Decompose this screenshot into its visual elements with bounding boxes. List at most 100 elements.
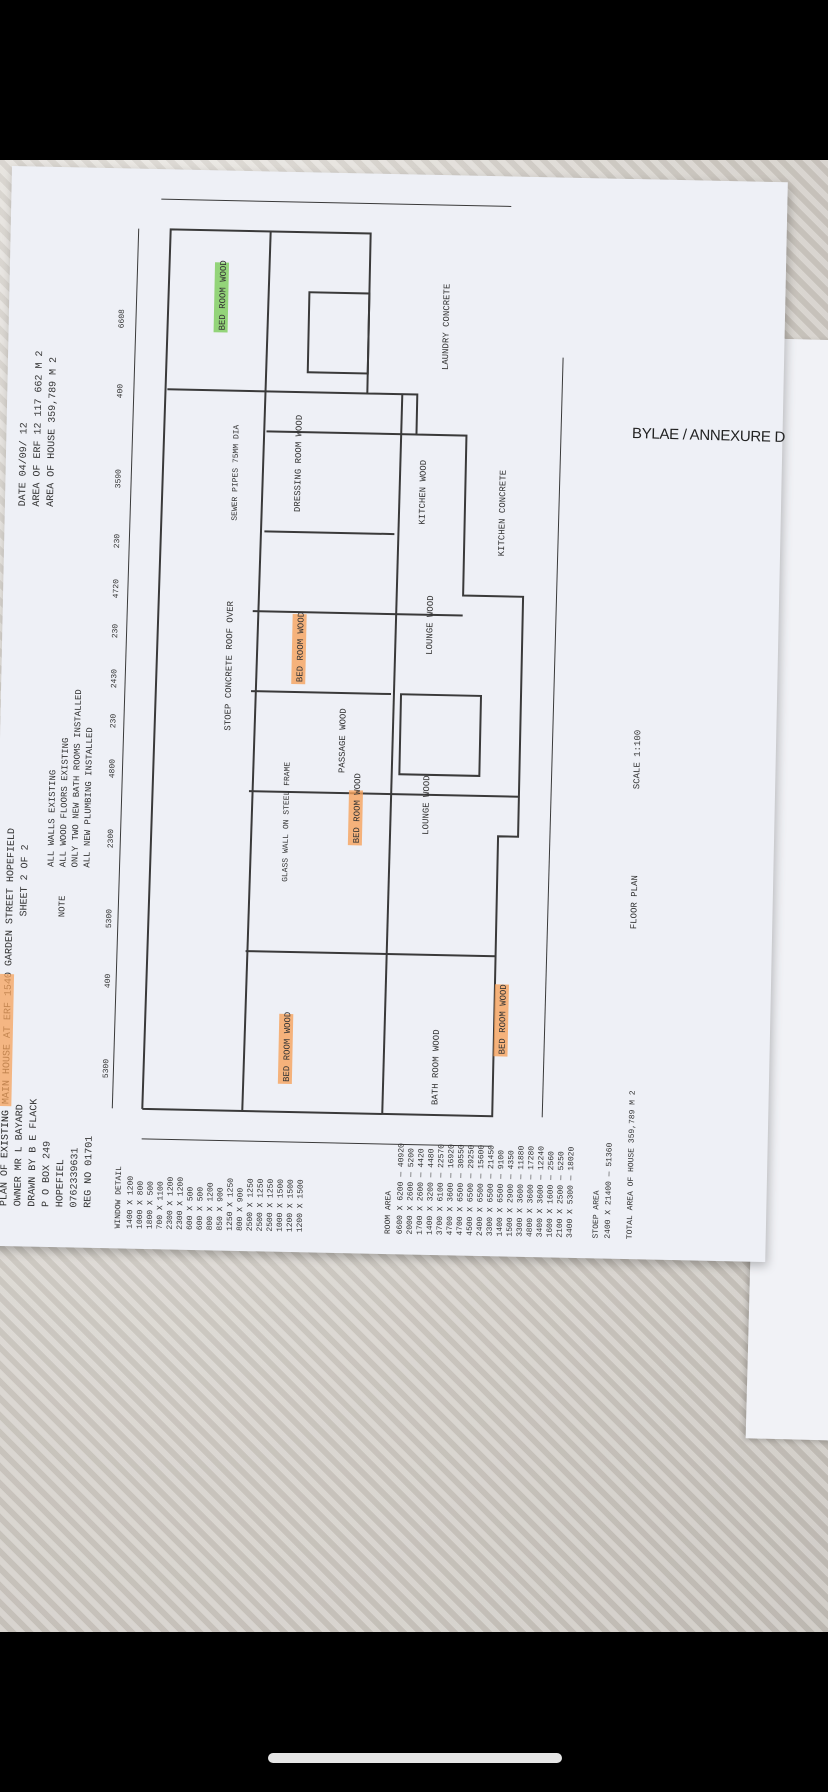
home-indicator[interactable] [268, 1753, 562, 1763]
table-row: 3400 X 5300 — 18020 [566, 1146, 577, 1238]
table-row: 4800 X 3600 — 17280 [526, 1146, 537, 1238]
scale-label: SCALE 1:100 [632, 730, 643, 790]
table-row: 2500 X 1250 [266, 1179, 276, 1232]
title-block: PLAN OF EXISTING MAIN HOUSE AT ERF 1540 … [0, 350, 96, 1208]
dim-7: 230 [111, 624, 120, 639]
rotated-drawing: PLAN OF EXISTING MAIN HOUSE AT ERF 1540 … [0, 166, 788, 1262]
house-outline [141, 228, 525, 1118]
floor-plan-sheet: PLAN OF EXISTING MAIN HOUSE AT ERF 1540 … [0, 166, 788, 1263]
table-row: 4700 X 6500 — 30550 [456, 1144, 467, 1236]
room-1-label: BED ROOM WOOD [218, 260, 229, 330]
floor-plan-drawing: PLAN OF EXISTING MAIN HOUSE AT ERF 1540 … [0, 198, 643, 1239]
room-12-label: BED ROOM WOOD [282, 1012, 293, 1082]
dim-0: 5300 [102, 1059, 111, 1079]
dim-9: 230 [113, 534, 122, 549]
note-line-4: ALL NEW PLUMBING INSTALLED [82, 727, 95, 868]
window-detail-heading: WINDOW DETAIL [114, 1166, 124, 1229]
table-row: 1200 X 1500 [286, 1179, 296, 1232]
note-line-3: ONLY TWO NEW BATH ROOMS INSTALLED [70, 689, 84, 867]
note-line-1: ALL WALLS EXISTING [46, 770, 58, 867]
table-row: 2500 X 1250 [256, 1178, 266, 1231]
room-15-label: LOUNGE WOOD [425, 595, 436, 655]
table-row: 1000 X 800 [136, 1181, 146, 1229]
dim-2: 5300 [105, 909, 114, 929]
stoep-label: STOEP CONCRETE ROOF OVER [223, 600, 236, 730]
room-labels: BED ROOM WOOD DRESSING ROOM WOOD BED ROO… [213, 260, 643, 1105]
table-row: 2300 X 1200 [166, 1176, 176, 1229]
dim-1: 400 [104, 974, 113, 989]
room-6-label: KITCHEN WOOD [418, 460, 429, 525]
phone-text: 0762339631 [69, 1147, 81, 1207]
orange-highlight-12 [277, 1013, 294, 1085]
room-area-heading: ROOM AREA [384, 1191, 394, 1235]
stoep-area-heading: STOEP AREA [592, 1190, 602, 1238]
table-row: 850 X 900 [216, 1187, 226, 1231]
table-row: 800 X 900 [236, 1188, 246, 1232]
room-area-table: ROOM AREA 6600 X 6200 — 40920 2000 X 260… [384, 1090, 638, 1239]
table-row: 1500 X 2900 — 4350 [506, 1150, 517, 1237]
dim-11: 400 [116, 384, 125, 399]
table-row: 1400 X 6500 — 9100 [496, 1150, 507, 1237]
house-area-text: AREA OF HOUSE 359,789 M 2 [46, 357, 60, 507]
plan-of-text: PLAN OF [0, 1164, 11, 1206]
window-detail-table: WINDOW DETAIL 1400 X 1200 1000 X 800 180… [114, 1166, 306, 1233]
laundry-label: LAUNDRY CONCRETE [441, 284, 453, 371]
top-dimensions: 5300 400 5300 2300 4800 230 2430 230 472… [102, 309, 127, 1078]
dimension-lines [111, 198, 564, 1147]
table-row: 1000 X 1500 [276, 1179, 286, 1232]
table-row: 2300 X 1200 [176, 1177, 186, 1230]
dim-10: 3590 [114, 469, 123, 489]
table-row: 3300 X 3600 — 11880 [516, 1145, 527, 1237]
green-highlight [213, 262, 230, 333]
sheet-text: SHEET 2 OF 2 [19, 844, 32, 916]
reg-text: REG NO 01701 [83, 1136, 96, 1208]
floor-plan-label: FLOOR PLAN [629, 875, 640, 929]
table-row: 1200 X 1500 [296, 1179, 306, 1232]
table-row: 1400 X 3200 — 4480 [426, 1148, 437, 1235]
table-row: 800 X 1200 [206, 1182, 216, 1230]
orange-highlight-10 [347, 790, 363, 846]
date-text: DATE 04/09/ 12 [17, 422, 31, 506]
room-8-label: BED ROOM WOOD [295, 612, 306, 682]
room-5-label: KITCHEN CONCRETE [497, 470, 509, 557]
table-row: 6600 X 6200 — 40920 [396, 1143, 407, 1235]
table-row: 2000 X 2600 — 5200 [406, 1148, 417, 1235]
table-row: 3300 X 6500 — 21450 [486, 1145, 497, 1237]
po-box-text: P O BOX 249 [41, 1141, 53, 1207]
dim-4: 4800 [108, 759, 117, 779]
table-row: 1600 X 1600 — 2560 [546, 1151, 557, 1238]
table-row: 600 X 500 [186, 1186, 196, 1230]
room-10-label: BED ROOM WOOD [352, 773, 363, 843]
note-label: NOTE [57, 896, 67, 918]
room-13-label: BED ROOM WOOD [498, 984, 509, 1054]
drawn-by-text: DRAWN BY B E FLACK [27, 1099, 40, 1207]
orange-highlight-8 [291, 613, 307, 685]
owner-text: OWNER MR L BAYARD [13, 1104, 26, 1206]
table-row: 700 X 1100 [156, 1181, 166, 1229]
table-row: 1400 X 1200 [126, 1176, 136, 1229]
table-row: 4500 X 6500 — 29250 [466, 1144, 477, 1236]
note-block: NOTE ALL WALLS EXISTING ALL WOOD FLOORS … [46, 689, 95, 918]
sewer-label: SEWER PIPES 75MM DIA [231, 424, 242, 520]
note-line-2: ALL WOOD FLOORS EXISTING [58, 738, 71, 868]
table-row: 1250 X 1250 [226, 1178, 236, 1231]
town-text: HOPEFIEL [55, 1159, 67, 1207]
bath-room-label: BATH ROOM WOOD [430, 1029, 442, 1105]
orange-highlight-13 [493, 984, 509, 1057]
dim-8: 4720 [112, 579, 121, 599]
room-7-label: DRESSING ROOM WOOD [293, 415, 305, 512]
stoep-area-row: 2400 X 21400 — 51360 [604, 1142, 615, 1238]
dim-3: 2300 [107, 829, 116, 849]
room-9-label: PASSAGE WOOD [337, 708, 348, 773]
table-row: 1700 X 2600 — 4420 [416, 1148, 427, 1235]
table-row: 3700 X 6100 — 22570 [436, 1144, 447, 1236]
table-row: 3400 X 3600 — 12240 [536, 1146, 547, 1238]
dim-6: 2430 [110, 669, 119, 689]
total-area-text: TOTAL AREA OF HOUSE 359,789 M 2 [626, 1090, 638, 1239]
title-highlight [0, 973, 15, 1107]
room-14-label: LOUNGE WOOD [421, 775, 432, 835]
glass-wall-label: GLASS WALL ON STEEL FRAME [281, 762, 293, 882]
table-row: 2100 X 2500 — 5250 [556, 1151, 567, 1238]
dim-12: 6608 [118, 309, 127, 329]
table-row: 2500 X 1250 [246, 1178, 256, 1231]
